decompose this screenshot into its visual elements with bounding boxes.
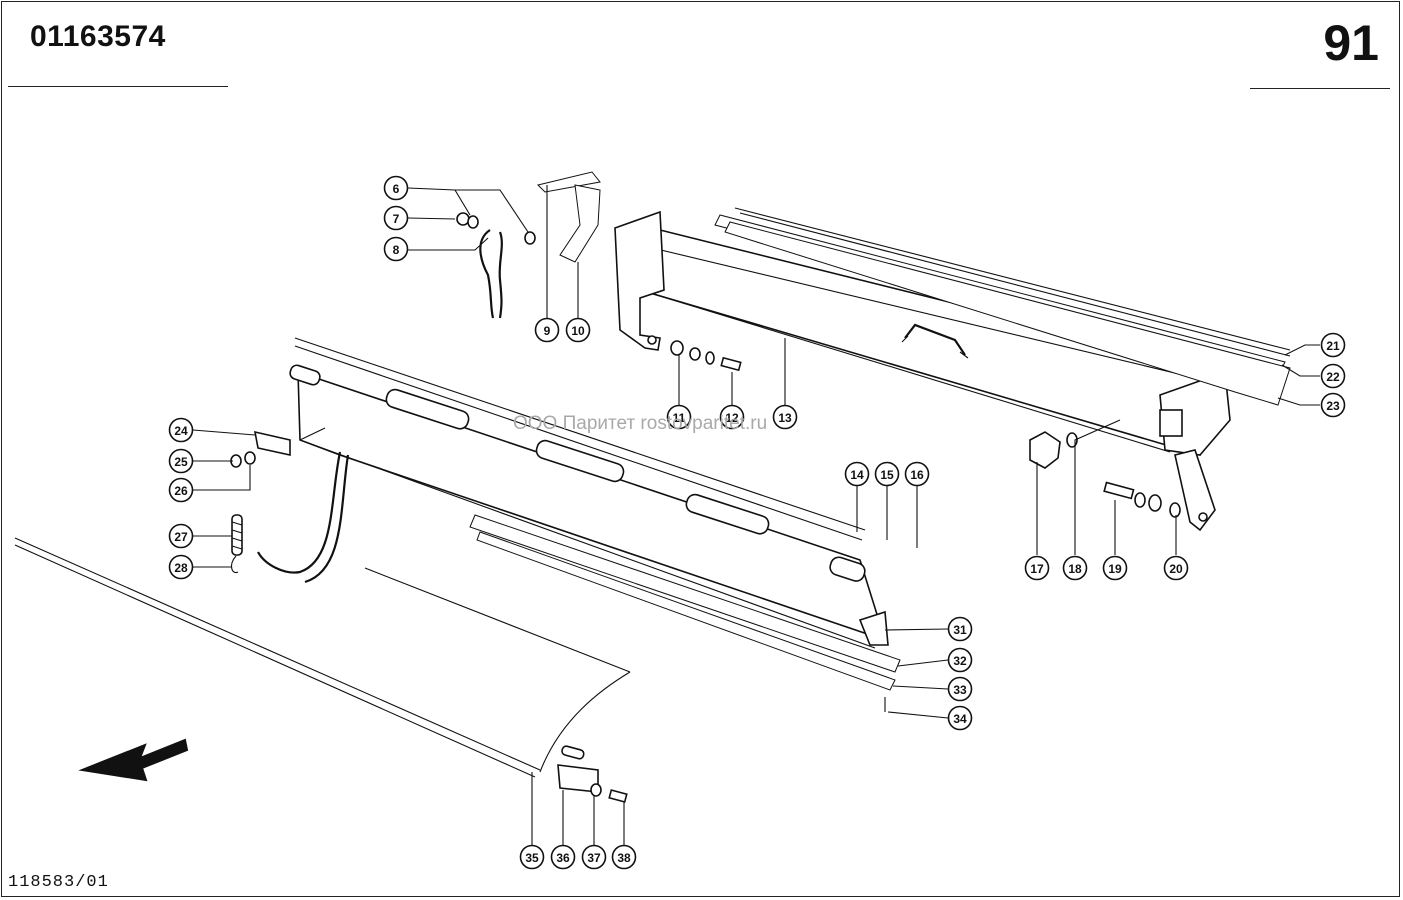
leader-lines xyxy=(192,185,1320,845)
curved-cover xyxy=(14,537,631,803)
latch-hook xyxy=(456,212,536,319)
callout-28: 28 xyxy=(168,554,194,580)
svg-text:28: 28 xyxy=(174,561,188,575)
callout-12: 12 xyxy=(719,404,745,430)
svg-text:17: 17 xyxy=(1030,562,1044,576)
svg-text:34: 34 xyxy=(953,712,967,726)
lower-strips xyxy=(469,514,901,712)
watermark: ООО Паритет rostovparitet.ru xyxy=(513,413,768,434)
svg-text:11: 11 xyxy=(673,411,686,425)
arrow-down-left-icon xyxy=(78,738,189,782)
callout-37: 37 xyxy=(581,844,607,870)
shaft-assembly xyxy=(257,337,889,649)
callout-35: 35 xyxy=(519,844,545,870)
svg-text:8: 8 xyxy=(393,243,400,257)
callout-6: 6 xyxy=(383,175,409,201)
page-number: 91 xyxy=(1323,15,1379,71)
callout-31: 31 xyxy=(947,616,973,642)
fasteners-11-12 xyxy=(670,340,742,372)
callout-19: 19 xyxy=(1102,555,1128,581)
callout-38: 38 xyxy=(611,844,637,870)
callout-22: 22 xyxy=(1320,363,1346,389)
svg-text:24: 24 xyxy=(174,424,188,438)
callout-14: 14 xyxy=(844,461,870,487)
spring xyxy=(230,514,243,574)
svg-text:22: 22 xyxy=(1326,370,1340,384)
svg-text:14: 14 xyxy=(850,468,864,482)
svg-text:23: 23 xyxy=(1326,399,1340,413)
callout-24: 24 xyxy=(168,417,194,443)
svg-text:10: 10 xyxy=(571,324,585,338)
corner-brackets xyxy=(537,171,601,263)
callout-16: 16 xyxy=(904,461,930,487)
svg-text:25: 25 xyxy=(174,455,188,469)
svg-text:7: 7 xyxy=(393,212,400,226)
callout-18: 18 xyxy=(1062,555,1088,581)
callout-9: 9 xyxy=(534,317,560,343)
svg-text:37: 37 xyxy=(587,851,601,865)
svg-text:19: 19 xyxy=(1108,562,1122,576)
callout-17: 17 xyxy=(1024,555,1050,581)
svg-text:20: 20 xyxy=(1169,562,1183,576)
svg-text:13: 13 xyxy=(778,411,792,425)
callout-27: 27 xyxy=(168,523,194,549)
callout-7: 7 xyxy=(383,205,409,231)
svg-text:31: 31 xyxy=(953,623,967,637)
fasteners-19-20 xyxy=(1103,481,1181,518)
callout-10: 10 xyxy=(565,317,591,343)
callout-26: 26 xyxy=(168,477,194,503)
callout-23: 23 xyxy=(1320,392,1346,418)
svg-text:6: 6 xyxy=(393,182,400,196)
svg-text:18: 18 xyxy=(1068,562,1082,576)
svg-text:21: 21 xyxy=(1326,339,1340,353)
callout-36: 36 xyxy=(550,844,576,870)
svg-text:26: 26 xyxy=(174,484,188,498)
svg-text:35: 35 xyxy=(525,851,539,865)
callout-21: 21 xyxy=(1320,332,1346,358)
svg-text:36: 36 xyxy=(556,851,570,865)
callout-33: 33 xyxy=(947,676,973,702)
document-number: 01163574 xyxy=(30,20,166,53)
svg-text:32: 32 xyxy=(953,654,967,668)
callout-15: 15 xyxy=(874,461,900,487)
svg-text:15: 15 xyxy=(880,468,894,482)
svg-text:38: 38 xyxy=(617,851,631,865)
header-rule-left xyxy=(8,86,228,87)
callout-8: 8 xyxy=(383,236,409,262)
callout-32: 32 xyxy=(947,647,973,673)
svg-text:27: 27 xyxy=(174,530,188,544)
callout-13: 13 xyxy=(772,404,798,430)
callout-25: 25 xyxy=(168,448,194,474)
callout-20: 20 xyxy=(1163,555,1189,581)
svg-text:12: 12 xyxy=(725,411,739,425)
seal-strips xyxy=(714,207,1291,406)
callout-11: 11 xyxy=(666,404,692,430)
drawing-reference: 118583/01 xyxy=(8,873,109,892)
svg-text:16: 16 xyxy=(910,468,924,482)
svg-text:33: 33 xyxy=(953,683,967,697)
header-rule-right xyxy=(1250,88,1390,89)
svg-text:9: 9 xyxy=(544,324,551,338)
trough-channel xyxy=(614,210,1232,532)
callout-34: 34 xyxy=(947,705,973,731)
